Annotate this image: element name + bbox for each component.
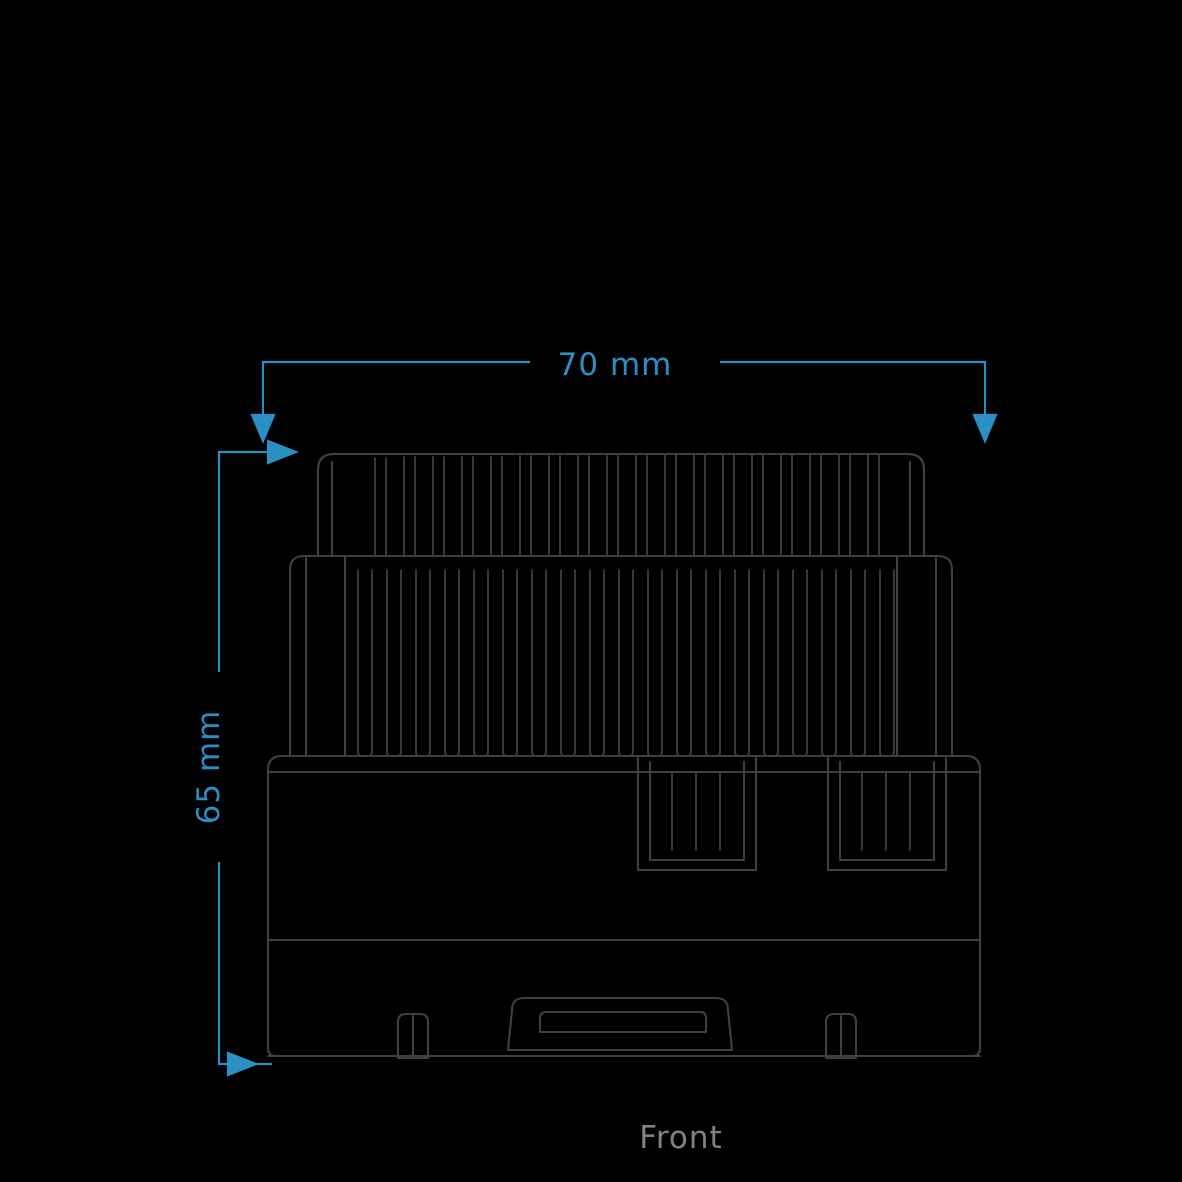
product-outline: [266, 452, 982, 1060]
fins-lower: [357, 569, 895, 757]
bottom-connector-inner: [538, 1010, 708, 1034]
top-cap-outline: [316, 452, 926, 558]
figure-caption: Front: [639, 1120, 722, 1156]
right-slot-inner: [838, 760, 936, 862]
left-slot-inner: [648, 760, 746, 862]
height-dimension-arrow-bottom: [226, 1051, 260, 1077]
width-dimension-arrow-left: [250, 413, 276, 444]
bottom-connector-outline: [506, 996, 734, 1052]
height-dimension-label: 65 mm: [191, 710, 227, 825]
width-dimension-arrow-right: [972, 413, 998, 444]
right-slot-ribs: [861, 771, 911, 851]
right-slot-outline: [826, 756, 948, 872]
heatsink-body-outline: [288, 554, 954, 758]
top-cap-arc: [316, 452, 926, 472]
width-dimension-label: 70 mm: [558, 347, 673, 383]
bottom-left-foot: [396, 1012, 430, 1060]
width-dimension: [250, 360, 998, 444]
height-dimension-arrow-top: [266, 439, 300, 465]
height-dimension: [217, 439, 300, 1077]
left-slot-ribs: [671, 771, 721, 851]
fins-upper: [374, 453, 880, 557]
bottom-right-foot: [824, 1012, 858, 1060]
left-slot-outline: [636, 756, 758, 872]
